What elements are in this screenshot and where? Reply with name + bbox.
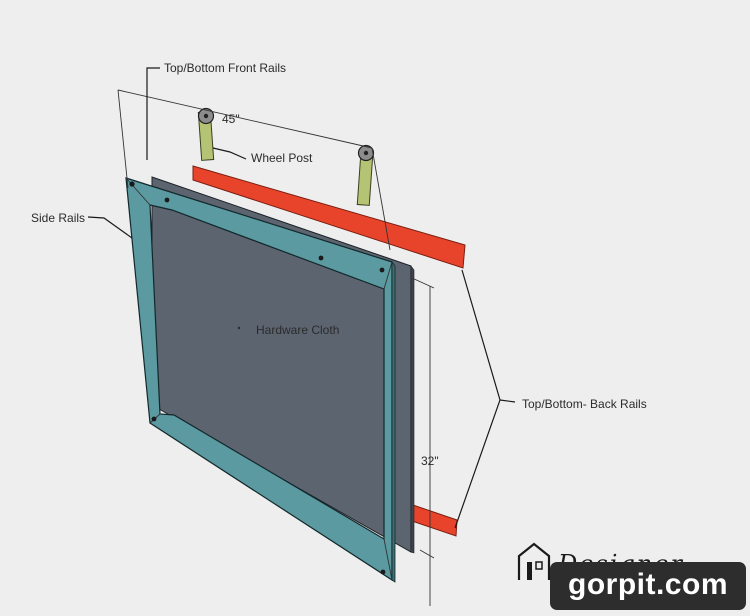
frame-joint-bottom-right bbox=[383, 538, 393, 581]
hardware-cloth-marker bbox=[237, 326, 241, 330]
wheel-post-right bbox=[356, 144, 375, 206]
width-dimension bbox=[117, 89, 391, 251]
height-dimension-label: 32" bbox=[421, 454, 439, 468]
hardware-cloth-edge bbox=[410, 265, 415, 554]
bolt-hole bbox=[318, 255, 324, 261]
label-side-rails: Side Rails bbox=[31, 211, 85, 225]
label-wheel-post: Wheel Post bbox=[251, 151, 313, 165]
bolt-hole bbox=[129, 181, 135, 187]
back-rail-top bbox=[192, 165, 466, 269]
height-dimension bbox=[411, 277, 435, 606]
house-logo-icon bbox=[517, 542, 551, 580]
leader-front-rails bbox=[146, 67, 160, 160]
bolt-hole bbox=[380, 569, 386, 575]
bolt-hole bbox=[151, 416, 157, 422]
width-dimension-label: 45" bbox=[222, 112, 240, 126]
site-watermark: gorpit.com bbox=[550, 562, 746, 610]
leader-back-rails-tick bbox=[499, 399, 516, 403]
back-rail-bottom bbox=[408, 503, 458, 537]
leader-back-rails bbox=[454, 269, 501, 529]
wheel-post-left bbox=[197, 107, 215, 161]
leader-wheel-post bbox=[212, 147, 247, 160]
frame-joint-top-right bbox=[383, 261, 393, 290]
label-hardware-cloth: Hardware Cloth bbox=[256, 323, 339, 337]
bolt-hole bbox=[164, 197, 170, 203]
label-back-rails: Top/Bottom- Back Rails bbox=[522, 397, 647, 411]
front-frame-side-depth bbox=[391, 260, 396, 583]
site-watermark-text: gorpit.com bbox=[568, 568, 728, 601]
label-front-rails: Top/Bottom Front Rails bbox=[164, 61, 286, 75]
leader-side-rails bbox=[87, 216, 133, 239]
bolt-hole bbox=[379, 267, 385, 273]
